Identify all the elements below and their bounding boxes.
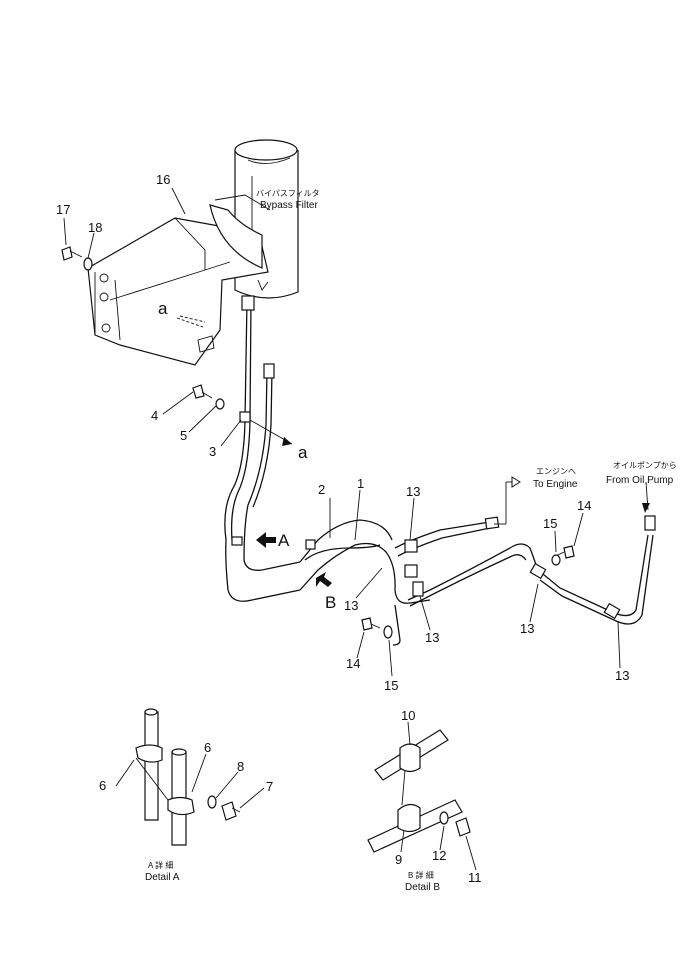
- filter-bracket: [87, 194, 271, 366]
- to-engine-label: To Engine: [533, 479, 578, 490]
- washer-15b: [383, 625, 393, 639]
- callout-7: 7: [266, 779, 273, 794]
- bypass-filter-label-jp: バイパスフィルタ: [256, 189, 320, 198]
- washer-15a: [551, 554, 561, 566]
- clamps: [231, 295, 621, 620]
- callout-6a: 6: [99, 778, 106, 793]
- detail-b-caption-jp: B 詳 細: [408, 870, 434, 880]
- oil-lines: [224, 299, 656, 646]
- fasteners: [192, 384, 575, 639]
- washer-5: [215, 398, 225, 410]
- callout-6b: 6: [204, 740, 211, 755]
- callout-8: 8: [237, 759, 244, 774]
- callout-13b: 13: [344, 598, 358, 613]
- callout-17: 17: [56, 202, 70, 217]
- callout-14b: 14: [346, 656, 360, 671]
- callout-5: 5: [180, 428, 187, 443]
- bolt-17: [61, 246, 83, 261]
- callout-2: 1: [357, 476, 364, 491]
- view-arrow-a: [256, 532, 276, 548]
- detail-a-caption-jp: A 詳 細: [148, 860, 173, 870]
- callout-12: 12: [432, 848, 446, 863]
- callout-16: 16: [156, 172, 170, 187]
- ref-a-upper: a: [158, 299, 168, 318]
- from-pump-label-jp: オイルポンプから: [613, 461, 677, 470]
- callout-4: 4: [151, 408, 158, 423]
- ref-a-right: a: [298, 443, 308, 462]
- to-engine-label-jp: エンジンへ: [536, 467, 576, 476]
- clamp-3: [239, 411, 251, 423]
- view-arrow-b: [316, 572, 332, 587]
- callout-15b: 15: [384, 678, 398, 693]
- callout-15a: 15: [543, 516, 557, 531]
- callout-9: 9: [395, 852, 402, 867]
- callout-13d: 13: [520, 621, 534, 636]
- from-pump-label: From Oil Pump: [606, 475, 674, 486]
- clamp-a: [231, 536, 243, 546]
- arrow-a-ref: [282, 437, 292, 446]
- callout-13e: 13: [615, 668, 629, 683]
- callout-13c: 13: [425, 630, 439, 645]
- detail-b-caption: Detail B: [405, 882, 440, 893]
- bolt-14a: [563, 545, 575, 559]
- callout-10: 10: [401, 708, 415, 723]
- callout-13a: 13: [406, 484, 420, 499]
- callout-18: 18: [88, 220, 102, 235]
- callout-11: 11: [468, 870, 482, 885]
- detail-b: [367, 721, 477, 871]
- bolt-14b: [361, 617, 373, 631]
- bypass-filter-label: Bypass Filter: [260, 200, 318, 211]
- bolt-4: [192, 384, 205, 399]
- callout-1: 2: [318, 482, 325, 497]
- detail-a: [115, 708, 265, 846]
- detail-a-caption: Detail A: [145, 872, 180, 883]
- callout-14a: 14: [577, 498, 591, 513]
- view-a-label: A: [278, 531, 290, 550]
- view-b-label: B: [325, 593, 336, 612]
- callout-3: 3: [209, 444, 216, 459]
- washer-18: [83, 257, 93, 271]
